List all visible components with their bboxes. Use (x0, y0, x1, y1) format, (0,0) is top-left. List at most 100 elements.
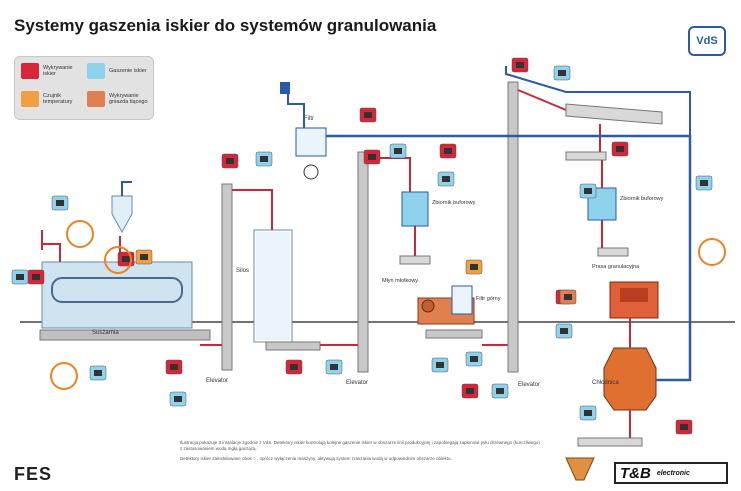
fes-logo: FES (14, 464, 53, 484)
filter-rotary-valve (303, 164, 319, 180)
legend-item-extinguishing: Gaszenie iskier (87, 63, 149, 79)
dryer-label: Suszarnia (92, 330, 119, 336)
press-detail (620, 288, 648, 302)
cyclone-exhaust (121, 181, 132, 196)
mill-label: Młyn młotkowy (382, 278, 418, 284)
filter-exhaust (287, 94, 305, 128)
spark-detector-icon-lens (364, 112, 372, 118)
smoldering-detector-icon-lens (564, 294, 572, 300)
footer-line-2: Detektory iskier zainstalowane obok ○ , … (180, 456, 452, 461)
output-hopper (565, 457, 595, 481)
elevator-3 (507, 81, 519, 373)
spark-detector-icon-lens (32, 274, 40, 280)
spark-detector-icon-lens (680, 424, 688, 430)
sprinkler-zone-ring (104, 246, 132, 274)
filter-housing (295, 127, 327, 157)
output-conveyor (577, 437, 643, 447)
dryer-belt (51, 277, 183, 303)
legend: Wykrywanie iskier Gaszenie iskier Czujni… (14, 56, 154, 120)
mill-motor (421, 299, 435, 313)
screw-conveyor-1 (399, 255, 431, 265)
temperature-sensor-icon (21, 91, 39, 107)
elevator-2 (357, 151, 369, 373)
cooler-label: Chłodnica (592, 380, 619, 386)
extinguisher-icon-lens (436, 362, 444, 368)
tb-logo-subtext: electronic (656, 469, 690, 477)
legend-item-spark-detection: Wykrywanie iskier (21, 63, 83, 79)
extinguisher-icon-lens (56, 200, 64, 206)
dryer-inlet (42, 243, 61, 262)
elevator-to-silo (232, 189, 273, 230)
silo-conveyor (265, 341, 321, 351)
extinguisher-icon-lens (94, 370, 102, 376)
top-filter (451, 285, 473, 315)
spark-detector-icon-lens (444, 148, 452, 154)
cooler (603, 347, 657, 411)
extinguisher-icon-lens (16, 274, 24, 280)
silo-fill (256, 232, 290, 340)
spark-detector-icon-lens (616, 146, 624, 152)
sprinkler-zone-ring (50, 362, 78, 390)
top-air-line (505, 66, 691, 136)
extinguisher-icon (87, 63, 105, 79)
extinguisher-icon-lens (260, 156, 268, 162)
sprinkler-zone-ring (698, 238, 726, 266)
footer-line-1: Ilustracja pokazuje 3 instalacje zgodnie… (180, 440, 540, 451)
extinguisher-icon-lens (174, 396, 182, 402)
tb-logo-text: T&B (620, 464, 651, 482)
legend-item-smoldering: Wykrywanie gniazda tlącego (87, 91, 149, 107)
cyclone (111, 195, 133, 234)
page-title: Systemy gaszenia iskier do systemów gran… (14, 16, 437, 35)
temperature-sensor-icon-lens (470, 264, 478, 270)
smoldering-detector-icon (87, 91, 105, 107)
sprinkler-zone-ring (66, 220, 94, 248)
extinguisher-icon-lens (394, 148, 402, 154)
extinguisher-icon-lens (584, 188, 592, 194)
elevator2-to-tank (368, 157, 411, 192)
spark-detector-icon-lens (290, 364, 298, 370)
extinguisher-icon-lens (470, 356, 478, 362)
pellet-press-label: Prasa granulacyjna (592, 264, 640, 270)
extinguisher-icon-lens (558, 70, 566, 76)
screw-conveyor-3 (597, 247, 629, 257)
elevator-2-label: Elevator (346, 380, 368, 386)
screen (565, 103, 663, 125)
legend-label: Gaszenie iskier (109, 68, 147, 74)
spark-detector-icon-lens (466, 388, 474, 394)
extinguisher-icon-lens (442, 176, 450, 182)
vds-badge: VdS (688, 26, 726, 56)
elevator-1 (221, 183, 233, 371)
spark-detector-icon-lens (516, 62, 524, 68)
filter-label: Filtr (304, 116, 314, 122)
legend-label: Wykrywanie iskier (43, 65, 73, 77)
elevator-1-label: Elevator (206, 378, 228, 384)
spark-detector-icon-lens (226, 158, 234, 164)
extinguisher-icon-lens (700, 180, 708, 186)
extinguisher-icon-lens (496, 388, 504, 394)
buffer-tank-1 (401, 191, 429, 227)
footer-note: Ilustracja pokazuje 3 instalacje zgodnie… (180, 440, 540, 462)
elevator-3-label: Elevator (518, 382, 540, 388)
extinguisher-icon-lens (584, 410, 592, 416)
legend-item-temperature: Czujnik temperatury (21, 91, 83, 107)
extinguisher-icon-lens (330, 364, 338, 370)
legend-label: Czujnik temperatury (43, 93, 73, 105)
dryer-conveyor (39, 329, 211, 341)
tb-electronic-logo: T&B electronic (614, 462, 728, 484)
silo-label: Silos (236, 268, 249, 274)
spark-detector-icon-lens (368, 154, 376, 160)
buffer-tank-1-label: Zbiornik buforowy (432, 200, 476, 206)
mill-conveyor (425, 329, 483, 339)
air-return-line (326, 134, 692, 382)
elevator3-to-screen (517, 89, 567, 111)
buffer-tank-2-label: Zbiornik buforowy (620, 196, 664, 202)
dryer-body (41, 261, 193, 329)
fan-icon (280, 82, 290, 94)
spark-detector-icon-lens (122, 256, 130, 262)
extinguisher-icon-lens (560, 328, 568, 334)
temperature-sensor-icon-lens (140, 254, 148, 260)
spark-detector-icon (21, 63, 39, 79)
screw-conveyor-2 (565, 151, 607, 161)
